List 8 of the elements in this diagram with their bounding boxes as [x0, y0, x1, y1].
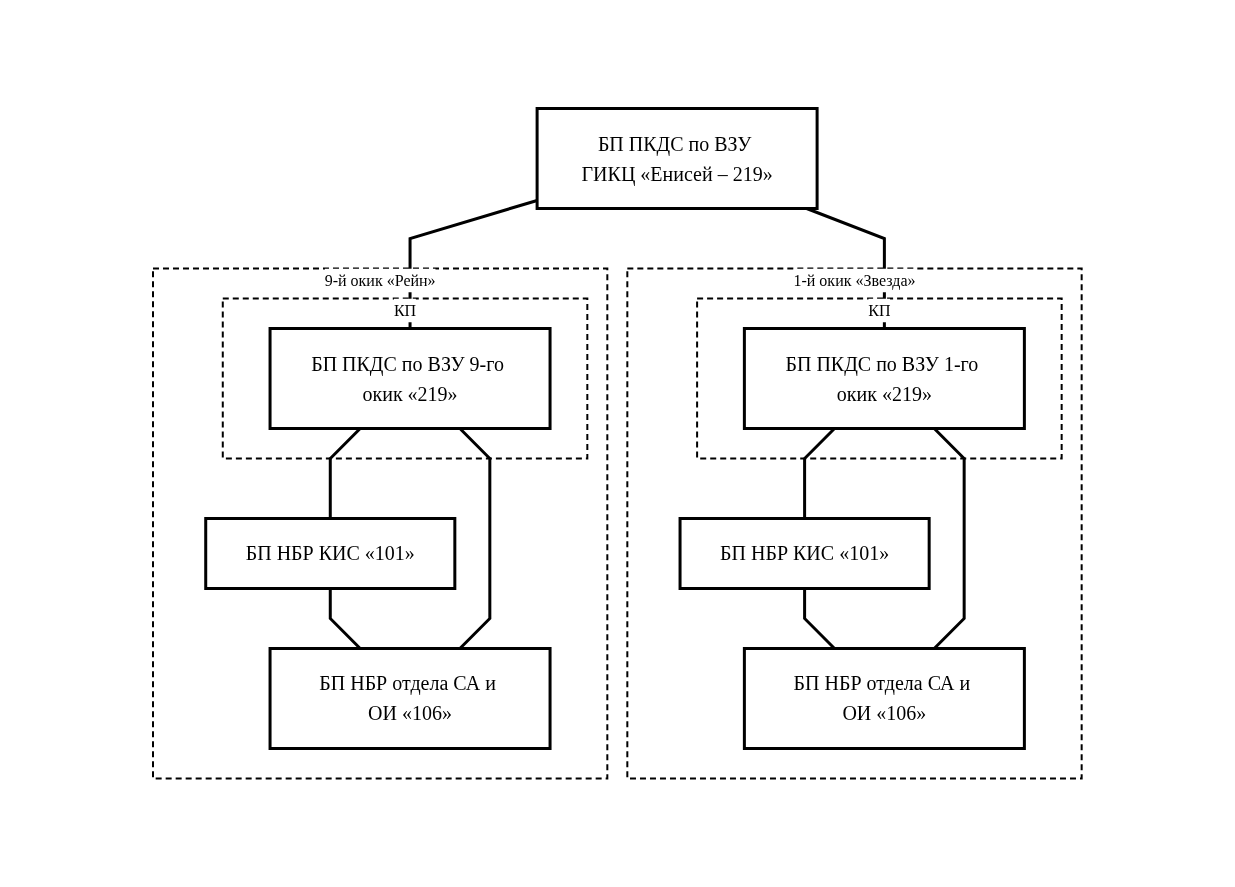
node-box: БП НБР отдела СА и ОИ «106»	[268, 647, 552, 750]
node-box: БП НБР КИС «101»	[204, 517, 457, 590]
node-box: БП ПКДС по ВЗУ 9-го окик «219»	[268, 327, 552, 430]
node-box: БП НБР КИС «101»	[678, 517, 931, 590]
node-box: БП НБР отдела СА и ОИ «106»	[743, 647, 1027, 750]
connector	[408, 199, 538, 329]
node-box: БП ПКДС по ВЗУ 1-го окик «219»	[743, 327, 1027, 430]
node-box: БП ПКДС по ВЗУ ГИКЦ «Енисей – 219»	[535, 107, 819, 210]
